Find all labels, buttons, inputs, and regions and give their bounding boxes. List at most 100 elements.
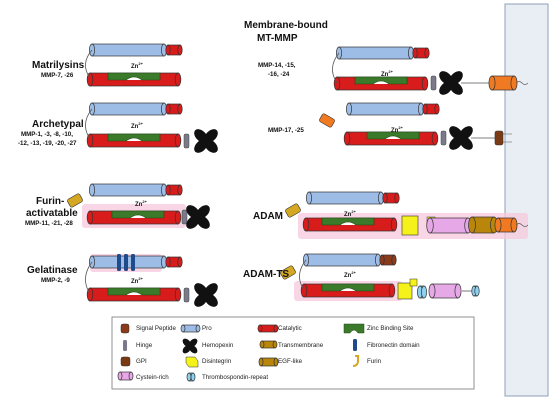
mt-a-transmembrane <box>488 75 518 91</box>
matrilysins-linker <box>85 49 93 79</box>
legend-label-catalytic: Catalytic <box>278 325 302 332</box>
group-members-matrilysins: MMP-7, -26 <box>41 72 74 79</box>
zinc-binding-site-icon <box>343 323 365 334</box>
mt-b-transmembrane-n <box>319 113 335 128</box>
zinc-label-archetypal: Zn2+ <box>131 121 143 130</box>
zinc-label-gelatinase: Zn2+ <box>131 276 143 285</box>
mt-a-tail <box>515 81 529 85</box>
matrilysins-pro-domain <box>89 43 167 57</box>
group-members-mt-a-2: -16, -24 <box>268 71 290 78</box>
adam-transmembrane <box>494 217 518 233</box>
adam-ts-pro-domain <box>303 253 381 267</box>
legend-label-hinge: Hinge <box>136 342 153 349</box>
zinc-label-mt-a: Zn2+ <box>381 69 393 78</box>
mt-b-hinge <box>440 130 447 146</box>
mt-a-hemopexin <box>439 71 463 95</box>
adam-ts-cysteine-rich <box>428 283 462 299</box>
legend-label-egf: EGF-like <box>278 358 303 365</box>
group-members-mt-a-1: MMP-14, -15, <box>258 62 296 69</box>
adam-ts-furin-domain <box>280 265 296 280</box>
mt-b-zinc-site <box>366 131 420 140</box>
furin-hinge <box>181 209 188 225</box>
adam-egf-like <box>468 216 498 234</box>
furin-icon <box>352 355 359 367</box>
gelatinase-fibronectin-1 <box>117 254 121 271</box>
group-members-gelatinase: MMP-2, -9 <box>41 277 70 284</box>
legend-label-signal: Signal Peptide <box>136 325 176 332</box>
legend-label-pro: Pro <box>202 325 212 332</box>
legend-box <box>111 316 475 390</box>
adam-ts-signal-peptide <box>379 254 397 266</box>
group-members-furin: MMP-11, -21, -28 <box>25 220 73 227</box>
furin-furin-domain <box>67 193 83 208</box>
adam-ts-thrombospondin-1 <box>417 285 427 299</box>
hinge-icon <box>123 340 127 351</box>
mt-a-zinc-site <box>354 76 408 85</box>
mt-b-pro-domain <box>346 102 424 116</box>
thrombospondin-repeat-icon <box>186 372 196 382</box>
adam-ts-disintegrin-top <box>409 278 418 287</box>
adam-ts-disintegrin <box>397 282 413 300</box>
fibronectin-icon <box>353 339 357 351</box>
archetypal-pro-domain <box>89 102 167 116</box>
group-title-adam-ts: ADAM-TS <box>243 269 290 280</box>
group-title-archetypal: Archetypal <box>32 119 84 130</box>
furin-signal-peptide <box>165 184 183 196</box>
gelatinase-signal-peptide <box>165 256 183 268</box>
mt-a-signal-peptide <box>412 47 430 59</box>
mt-b-gpi-links <box>503 133 512 143</box>
gelatinase-linker <box>85 261 93 295</box>
zinc-label-adam-ts: Zn2+ <box>344 270 356 279</box>
legend-label-fibronectin: Fibronectin domain <box>367 342 420 349</box>
mt-a-pro-domain <box>336 46 414 60</box>
adam-signal-peptide <box>382 192 400 204</box>
disintegrin-icon <box>185 356 199 368</box>
adam-zinc-site <box>321 217 375 226</box>
group-title-gelatinase: Gelatinase <box>27 265 78 276</box>
group-title-furin-1: Furin- <box>36 196 65 207</box>
pro-domain-icon <box>180 324 201 333</box>
signal-peptide-icon <box>120 323 130 334</box>
matrilysins-zinc-site <box>107 72 161 81</box>
cysteine-rich-icon <box>117 371 134 381</box>
adam-pro-domain <box>306 191 384 205</box>
adam-disintegrin <box>401 215 419 236</box>
zinc-label-matrilysins: Zn2+ <box>131 61 143 70</box>
archetypal-signal-peptide <box>165 103 183 115</box>
adam-tail <box>515 223 529 227</box>
mt-a-linker <box>332 52 340 84</box>
legend-label-thrombospondin: Thrombospondin-repeat <box>202 374 269 381</box>
gelatinase-fibronectin-3 <box>131 254 135 271</box>
mt-b-gpi-anchor <box>494 130 504 146</box>
furin-hemopexin <box>186 205 210 229</box>
adam-furin-domain <box>285 203 301 218</box>
gelatinase-hemopexin <box>194 283 218 307</box>
legend-label-furin: Furin <box>367 358 382 365</box>
archetypal-zinc-site <box>107 133 161 142</box>
adam-ts-linker <box>299 259 307 291</box>
furin-zinc-site <box>111 210 165 219</box>
archetypal-hinge <box>183 133 190 149</box>
gelatinase-fibronectin-2 <box>124 254 128 271</box>
legend-label-cysteine: Cystein-rich <box>136 374 169 381</box>
zinc-label-adam: Zn2+ <box>344 209 356 218</box>
cell-membrane-panel <box>504 3 549 397</box>
mt-b-signal-peptide <box>422 103 440 115</box>
adam-ts-thrombospondin-2 <box>471 285 480 297</box>
legend-label-disintegrin: Disintegrin <box>202 358 232 365</box>
adam-ts-zinc-site <box>321 283 375 292</box>
hemopexin-icon <box>182 338 198 354</box>
egf-like-icon <box>258 357 279 367</box>
legend-label-transmembrane: Transmembrane <box>278 342 324 349</box>
group-members-mt-b: MMP-17, -25 <box>268 127 304 134</box>
furin-pro-domain <box>89 183 167 197</box>
group-title-membrane-bound-1: Membrane-bound <box>244 20 328 31</box>
matrilysins-signal-peptide <box>165 44 183 56</box>
adam-cysteine-rich <box>426 217 472 234</box>
group-title-furin-2: activatable <box>26 208 78 219</box>
archetypal-linker <box>85 108 93 140</box>
transmembrane-icon <box>259 340 278 349</box>
mt-a-hinge <box>430 75 437 91</box>
